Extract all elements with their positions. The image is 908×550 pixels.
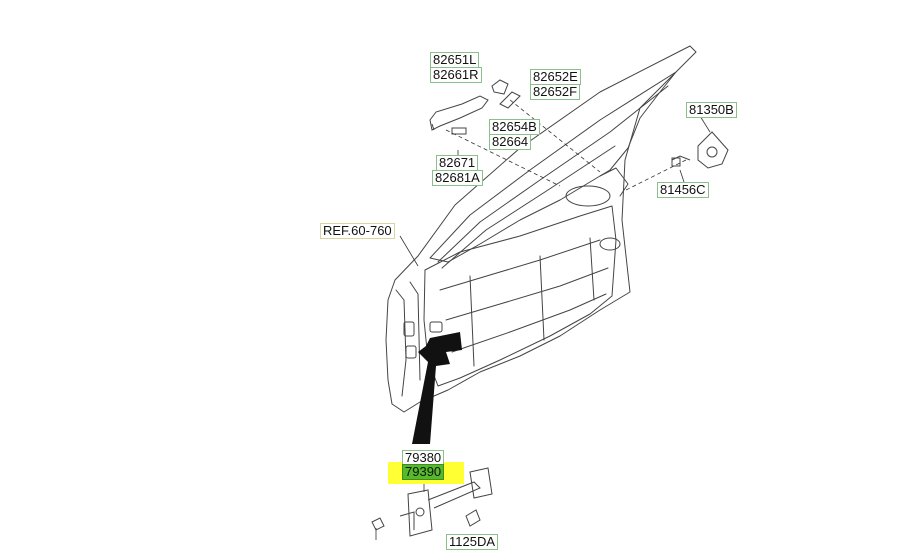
part-label-82671[interactable]: 82671 — [436, 155, 479, 171]
part-label-81350B[interactable]: 81350B — [686, 102, 737, 118]
door-outer-panel — [385, 45, 697, 413]
outside-handle-part — [429, 95, 489, 131]
window-frame — [429, 71, 677, 263]
part-label-82652E[interactable]: 82652E — [530, 69, 581, 85]
bolt-part — [671, 155, 691, 167]
reference-label[interactable]: REF.60-760 — [320, 223, 395, 239]
part-label-82652F[interactable]: 82652F — [530, 84, 581, 100]
part-label-1125DA[interactable]: 1125DA — [446, 534, 499, 550]
part-label-79390[interactable]: 79390 — [402, 464, 445, 480]
part-label-82664[interactable]: 82664 — [489, 134, 532, 150]
handle-cap-part — [491, 79, 521, 109]
location-arrow — [412, 332, 462, 444]
part-label-79380[interactable]: 79380 — [402, 450, 445, 466]
check-strap-part — [371, 467, 493, 537]
part-label-82654B[interactable]: 82654B — [489, 119, 540, 135]
part-label-81456C[interactable]: 81456C — [657, 182, 709, 198]
part-label-82661R[interactable]: 82661R — [430, 67, 482, 83]
part-label-82651L[interactable]: 82651L — [430, 52, 480, 68]
striker-part — [697, 131, 729, 169]
part-label-82681A[interactable]: 82681A — [432, 170, 483, 186]
